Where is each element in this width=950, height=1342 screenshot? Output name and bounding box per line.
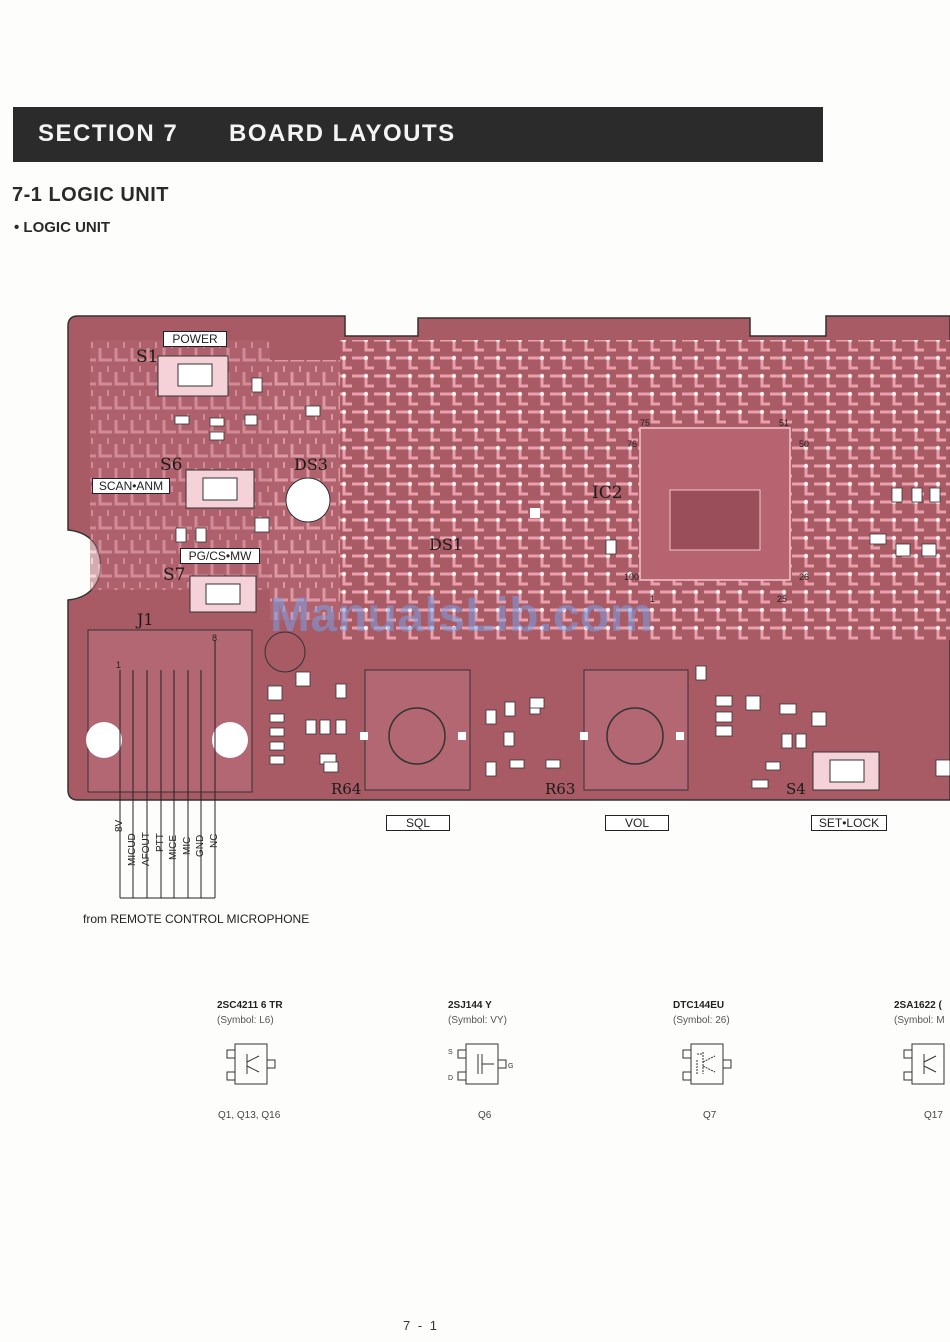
subsection-heading: 7-1 LOGIC UNIT xyxy=(12,184,170,206)
subsection-bullet: • LOGIC UNIT xyxy=(14,219,111,236)
section-header-bar: SECTION 7 BOARD LAYOUTS xyxy=(13,107,823,162)
jack-pin-8: 8 xyxy=(212,633,218,643)
power-switch-label: POWER xyxy=(163,331,227,347)
part-symbol: (Symbol: VY) xyxy=(448,1015,507,1026)
digital-transistor-package-icon xyxy=(682,1043,732,1085)
part-2sj144: 2SJ144 Y (Symbol: VY) S D G Q6 xyxy=(448,1000,608,1121)
part-symbol: (Symbol: M xyxy=(894,1015,945,1026)
wire-label-nc: NC xyxy=(209,833,220,848)
ds1-designator: DS1 xyxy=(429,535,463,554)
wire-label-gnd: GND xyxy=(195,834,206,857)
r64-designator: R64 xyxy=(331,780,362,798)
ic-pin-100: 100 xyxy=(624,572,640,582)
part-refs: Q1, Q13, Q16 xyxy=(218,1110,281,1121)
transistor-package-icon xyxy=(226,1043,276,1085)
s1-designator: S1 xyxy=(136,347,159,367)
svg-text:S: S xyxy=(448,1049,453,1056)
jack-pin-1: 1 xyxy=(116,660,122,670)
part-name: 2SJ144 Y xyxy=(448,1000,492,1011)
scan-switch-label: SCAN•ANM xyxy=(92,478,170,494)
wire-label-ptt: PTT xyxy=(155,833,166,852)
vol-label: VOL xyxy=(605,815,669,831)
svg-text:G: G xyxy=(508,1063,513,1070)
ic-pin-25: 25 xyxy=(777,594,788,604)
ds3-designator: DS3 xyxy=(294,455,328,474)
wire-label-micud: MICUD xyxy=(127,833,138,866)
switch-s6 xyxy=(185,469,255,509)
s4-designator: S4 xyxy=(786,780,806,798)
s6-designator: S6 xyxy=(160,455,183,475)
watermark: ManualsLib.com xyxy=(270,589,654,642)
part-refs: Q6 xyxy=(478,1110,492,1121)
wire-caption: from REMOTE CONTROL MICROPHONE xyxy=(83,912,310,926)
ic-pin-50: 50 xyxy=(799,439,810,449)
section-number: SECTION 7 xyxy=(38,120,179,147)
sql-label: SQL xyxy=(386,815,450,831)
pgcs-switch-label: PG/CS•MW xyxy=(180,548,260,564)
wire-label-mice: MICE xyxy=(168,835,179,860)
ic-pin-26: 26 xyxy=(799,572,810,582)
r63-designator: R63 xyxy=(545,780,576,798)
ic-pin-75: 75 xyxy=(640,418,651,428)
j1-designator: J1 xyxy=(137,610,154,629)
ic-pin-76: 76 xyxy=(627,439,638,449)
part-refs: Q17 xyxy=(924,1110,943,1121)
part-symbol: (Symbol: 26) xyxy=(673,1015,730,1026)
part-dtc144eu: DTC144EU (Symbol: 26) Q7 xyxy=(673,1000,833,1121)
part-2sa1622: 2SA1622 ( (Symbol: M Q17 xyxy=(894,1000,950,1130)
part-refs: Q7 xyxy=(703,1110,717,1121)
ic2-designator: IC2 xyxy=(592,483,623,503)
wire-label-mic: MIC xyxy=(182,836,193,855)
section-title: BOARD LAYOUTS xyxy=(229,120,456,147)
wire-label-8v: 8V xyxy=(114,819,125,832)
s7-designator: S7 xyxy=(163,565,186,585)
setlock-label: SET•LOCK xyxy=(811,815,887,831)
wire-label-afout: AFOUT xyxy=(141,832,152,866)
logic-unit-board xyxy=(67,315,950,801)
part-name: DTC144EU xyxy=(673,1000,725,1011)
part-name: 2SA1622 ( xyxy=(894,1000,942,1011)
part-2sc4211: 2SC4211 6 TR (Symbol: L6) Q1, Q13, Q16 xyxy=(217,1000,377,1121)
svg-text:D: D xyxy=(448,1075,453,1082)
switch-s1 xyxy=(157,355,229,397)
part-name: 2SC4211 6 TR xyxy=(217,1000,283,1011)
ic-pin-51: 51 xyxy=(779,418,790,428)
switch-s7 xyxy=(189,575,257,613)
part-symbol: (Symbol: L6) xyxy=(217,1015,274,1026)
ic-pin-1: 1 xyxy=(650,594,656,604)
page-number: 7 - 1 xyxy=(403,1318,440,1333)
fet-package-icon: S D G xyxy=(448,1043,513,1085)
switch-s4 xyxy=(812,751,880,791)
transistor-package-icon xyxy=(903,1043,945,1085)
